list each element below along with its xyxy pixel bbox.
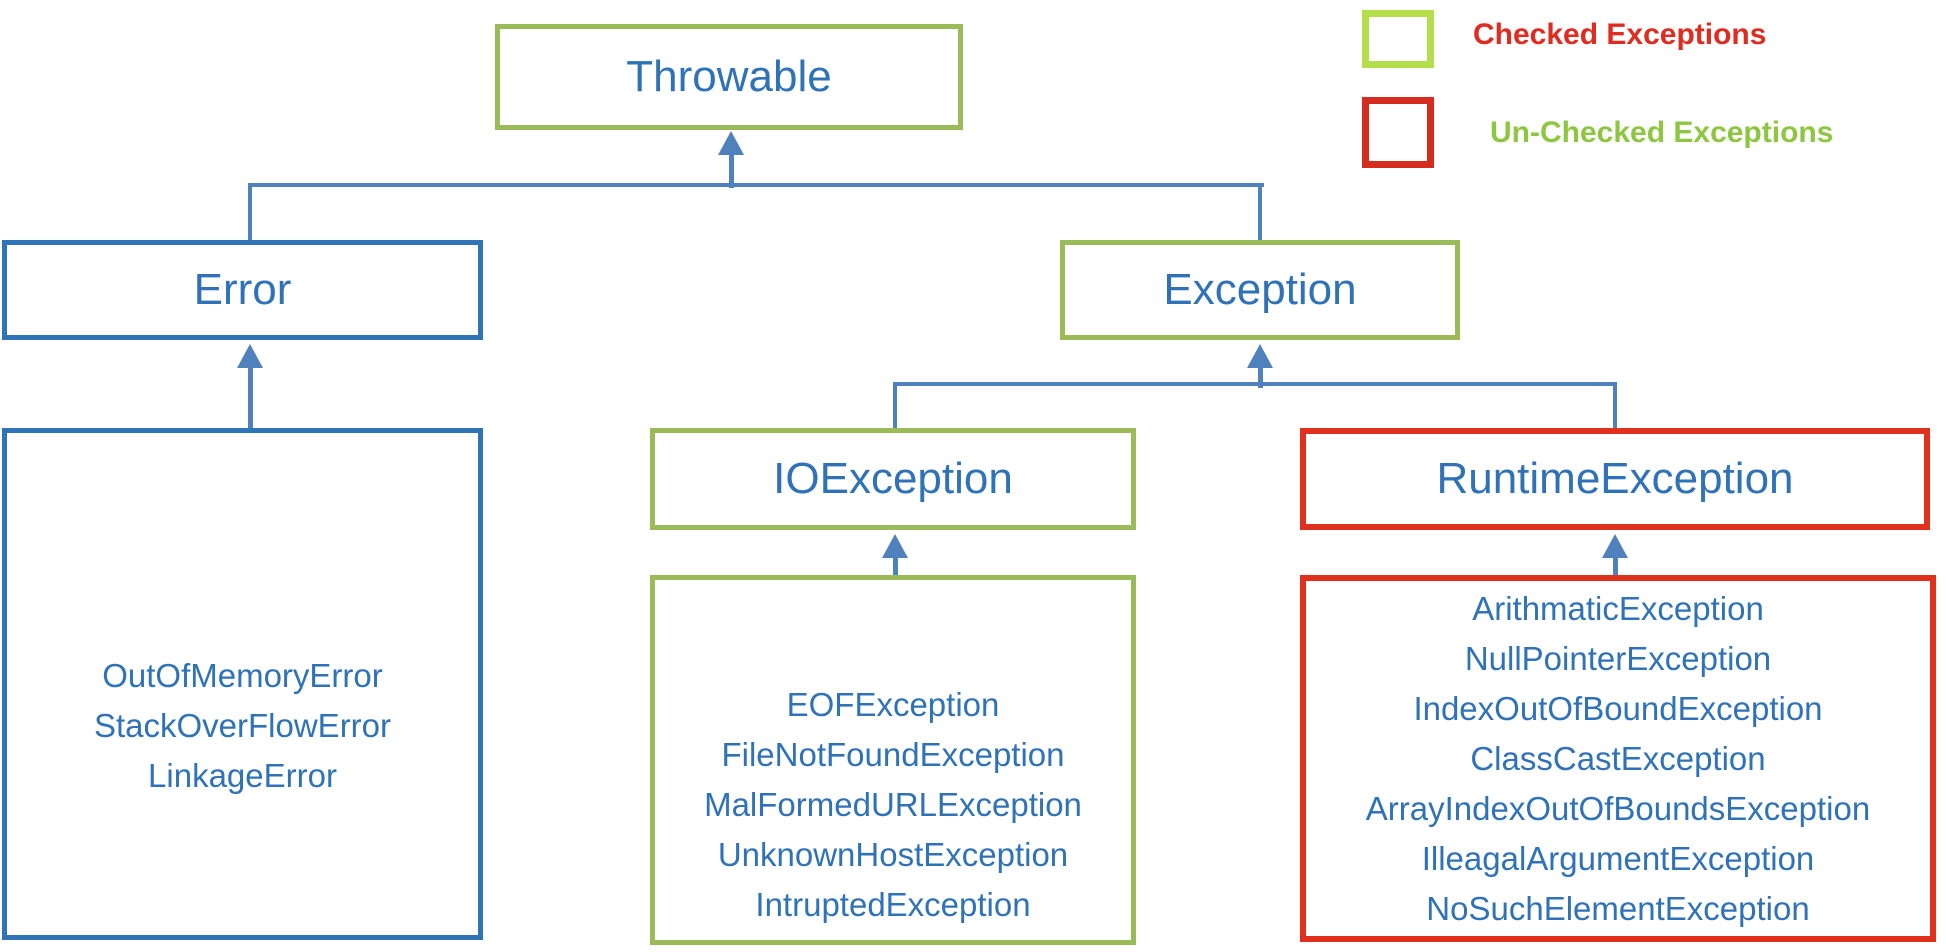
- arrow-up-to-throwable-icon: [718, 131, 744, 188]
- list-item: IndexOutOfBoundException: [1413, 689, 1823, 727]
- connector-error-stub: [248, 183, 252, 242]
- legend-unchecked-label: Un-Checked Exceptions: [1490, 116, 1834, 149]
- connector-level2-hline: [893, 382, 1617, 386]
- list-item: ArithmaticException: [1472, 589, 1764, 627]
- arrow-up-to-runtime-icon: [1602, 534, 1628, 578]
- arrow-stem: [1257, 362, 1263, 388]
- list-item: IntruptedException: [755, 886, 1031, 923]
- arrow-up-to-error-icon: [237, 344, 263, 430]
- list-item: ArrayIndexOutOfBoundsException: [1365, 789, 1871, 827]
- runtime-children-box: ArithmaticException NullPointerException…: [1300, 575, 1936, 942]
- ioexception-children-list: EOFException FileNotFoundException MalFo…: [655, 625, 1131, 952]
- error-children-box: OutOfMemoryError StackOverFlowError Link…: [2, 428, 483, 940]
- arrow-stem: [892, 552, 898, 578]
- legend-checked-label: Checked Exceptions: [1473, 18, 1767, 51]
- arrow-stem: [247, 362, 253, 430]
- error-node: Error: [2, 240, 483, 340]
- legend-checked-swatch: [1362, 10, 1434, 68]
- ioexception-children-box: EOFException FileNotFoundException MalFo…: [650, 575, 1136, 945]
- ioexception-node: IOException: [650, 428, 1136, 530]
- runtime-children-list: ArithmaticException NullPointerException…: [1306, 581, 1930, 936]
- list-item: StackOverFlowError: [93, 707, 392, 744]
- list-item: IlleagalArgumentException: [1421, 839, 1815, 877]
- connector-level1-hline: [248, 183, 1264, 187]
- arrow-up-to-exception-icon: [1247, 344, 1273, 388]
- list-item: NoSuchElementException: [1426, 889, 1810, 927]
- list-item: NullPointerException: [1464, 639, 1772, 677]
- arrow-stem: [728, 149, 734, 188]
- arrow-up-to-ioexception-icon: [882, 534, 908, 578]
- list-item: EOFException: [786, 686, 1000, 723]
- exception-label: Exception: [1163, 265, 1357, 314]
- list-item: MalFormedURLException: [704, 786, 1082, 823]
- list-item: UnknownHostException: [717, 836, 1069, 873]
- connector-exception-stub: [1258, 183, 1262, 242]
- legend-unchecked-swatch: [1362, 97, 1434, 168]
- connector-ioexception-stub: [893, 382, 897, 430]
- throwable-label: Throwable: [626, 52, 832, 101]
- list-item: ClassCastException: [1470, 739, 1766, 777]
- arrow-stem: [1612, 552, 1618, 578]
- throwable-node: Throwable: [495, 24, 963, 130]
- runtime-exception-node: RuntimeException: [1300, 428, 1930, 530]
- list-item: OutOfMemoryError: [102, 657, 383, 694]
- runtime-exception-label: RuntimeException: [1436, 454, 1794, 503]
- error-children-list: OutOfMemoryError StackOverFlowError Link…: [7, 475, 478, 952]
- error-label: Error: [193, 265, 292, 314]
- ioexception-label: IOException: [773, 454, 1013, 503]
- exception-node: Exception: [1060, 240, 1460, 340]
- list-item: LinkageError: [148, 757, 337, 794]
- connector-runtime-stub: [1613, 382, 1617, 430]
- list-item: FileNotFoundException: [721, 736, 1065, 773]
